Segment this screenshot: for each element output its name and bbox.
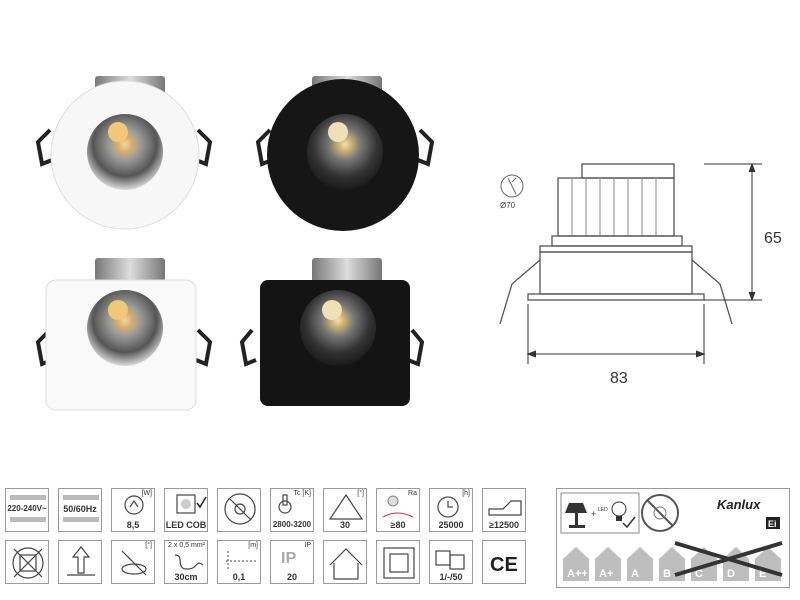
energy-class-shape (563, 547, 589, 581)
energy-class-label: D (727, 568, 735, 580)
switch-cycles-icon: ≥12500 (482, 488, 526, 532)
min-distance-icon-glyph (226, 551, 256, 571)
beam-angle-icon-label: 30 (339, 520, 350, 530)
lifetime-icon-label: 25000 (438, 520, 464, 530)
no-bin-icon-glyph (12, 547, 44, 579)
indoor-icon-glyph (329, 548, 363, 580)
cri-icon-label: ≥80 (390, 520, 406, 530)
energy-class-label: A++ (567, 568, 588, 580)
svg-text:IP: IP (281, 550, 296, 567)
color-temp-icon: Tc [K] 2800-3200 (270, 488, 314, 532)
no-replace-bulb-icon (641, 494, 679, 532)
frequency-icon-glyph (63, 495, 99, 522)
ce-mark-icon: CE (482, 540, 526, 584)
ip-rating-icon-glyph: IP (281, 550, 296, 567)
this-side-up-icon-glyph (67, 546, 95, 576)
power-icon-unit: [W] (141, 490, 153, 497)
width-dimension: 83 (610, 370, 628, 387)
ip-rating-icon-label: 20 (286, 572, 297, 582)
class-ii-icon (376, 540, 420, 584)
cri-icon-unit: Ra (408, 490, 417, 497)
white-square-downlight (35, 258, 213, 411)
packaging-icon: 1/-/50 (429, 540, 473, 584)
spec-icons-grid: 220-240V~ 50/60Hz [W] 8,5 LED COB Tc [K] 2800-… (2, 488, 542, 600)
energy-class-label: A (631, 568, 639, 580)
rotation-icon-glyph (121, 550, 147, 576)
ip-rating-icon-unit: IP (304, 542, 311, 549)
cutout-hole-icon (500, 174, 524, 198)
cutout-diameter: Ø70 (500, 201, 516, 210)
no-replace-icon (217, 488, 261, 532)
cable-length-icon-label: 30cm (174, 572, 198, 582)
rotation-icon-unit: [°] (145, 542, 152, 549)
no-replace-icon-glyph (224, 493, 256, 525)
led-cob-icon-label: LED COB (165, 520, 207, 530)
power-icon-glyph (124, 495, 144, 515)
frequency-icon-label: 50/60Hz (63, 504, 97, 514)
lifetime-icon: [h] 25000 (429, 488, 473, 532)
cri-icon-glyph (382, 495, 414, 518)
svg-text:CE: CE (490, 554, 518, 576)
switch-cycles-icon-glyph (488, 500, 522, 516)
energy-class-shape (595, 547, 621, 581)
beam-angle-icon-unit: [°] (357, 490, 364, 497)
lamp-icon (565, 503, 587, 528)
svg-text:LED: LED (598, 507, 608, 513)
this-side-up-icon (58, 540, 102, 584)
indoor-icon (323, 540, 367, 584)
voltage-icon: 220-240V~ (5, 488, 49, 532)
class-ii-icon-glyph (383, 547, 415, 579)
color-temp-icon-glyph (278, 494, 292, 514)
frequency-icon: 50/60Hz (58, 488, 102, 532)
svg-text:+: + (591, 509, 596, 519)
no-bin-icon (5, 540, 49, 584)
voltage-icon-label: 220-240V~ (7, 504, 47, 513)
switch-cycles-icon-label: ≥12500 (489, 520, 519, 530)
energy-label-panel: + LED Kanlux Ei A++ A+ A B C D E (556, 488, 790, 588)
voltage-icon-glyph (10, 495, 46, 522)
min-distance-icon-label: 0,1 (232, 572, 246, 582)
energy-badge: Ei (768, 519, 777, 529)
packaging-icon-label: 1/-/50 (439, 572, 463, 582)
lifetime-icon-unit: [h] (462, 490, 470, 497)
packaging-icon-glyph (435, 550, 465, 570)
energy-label-graphic: + LED Kanlux Ei A++ A+ A B C D E (560, 492, 783, 581)
cable-length-icon: 2 x 0,5 mm² 30cm (164, 540, 208, 584)
cri-icon: Ra ≥80 (376, 488, 420, 532)
brand-logo: Kanlux (717, 497, 761, 512)
bulb-icon (611, 501, 627, 521)
beam-angle-icon-glyph (328, 493, 364, 520)
black-square-downlight (239, 258, 425, 406)
product-photos (35, 76, 435, 411)
beam-angle-icon: [°] 30 (323, 488, 367, 532)
color-temp-icon-label: 2800-3200 (272, 520, 312, 529)
power-icon: [W] 8,5 (111, 488, 155, 532)
color-temp-icon-unit: Tc [K] (293, 490, 311, 497)
height-dimension: 65 (764, 230, 782, 247)
cable-length-icon-unit: 2 x 0,5 mm² (168, 542, 205, 549)
rotation-icon: [°] (111, 540, 155, 584)
energy-class-shape (627, 547, 653, 581)
white-round-downlight (35, 76, 213, 230)
energy-class-label: E (759, 568, 766, 580)
ip-rating-icon: IP IP 20 (270, 540, 314, 584)
black-round-downlight (255, 76, 435, 231)
led-cob-icon: LED COB (164, 488, 208, 532)
min-distance-icon: [m] 0,1 (217, 540, 261, 584)
lifetime-icon-glyph (437, 496, 459, 518)
energy-class-label: B (663, 568, 671, 580)
min-distance-icon-unit: [m] (248, 542, 258, 549)
technical-drawing: 65 83 Ø70 (499, 162, 782, 387)
led-cob-icon-glyph (176, 494, 207, 514)
ce-mark-icon-glyph: CE (490, 554, 518, 576)
power-icon-label: 8,5 (126, 520, 140, 530)
cable-length-icon-glyph (174, 554, 204, 570)
energy-class-label: A+ (599, 568, 613, 580)
energy-class-label: C (695, 568, 703, 580)
